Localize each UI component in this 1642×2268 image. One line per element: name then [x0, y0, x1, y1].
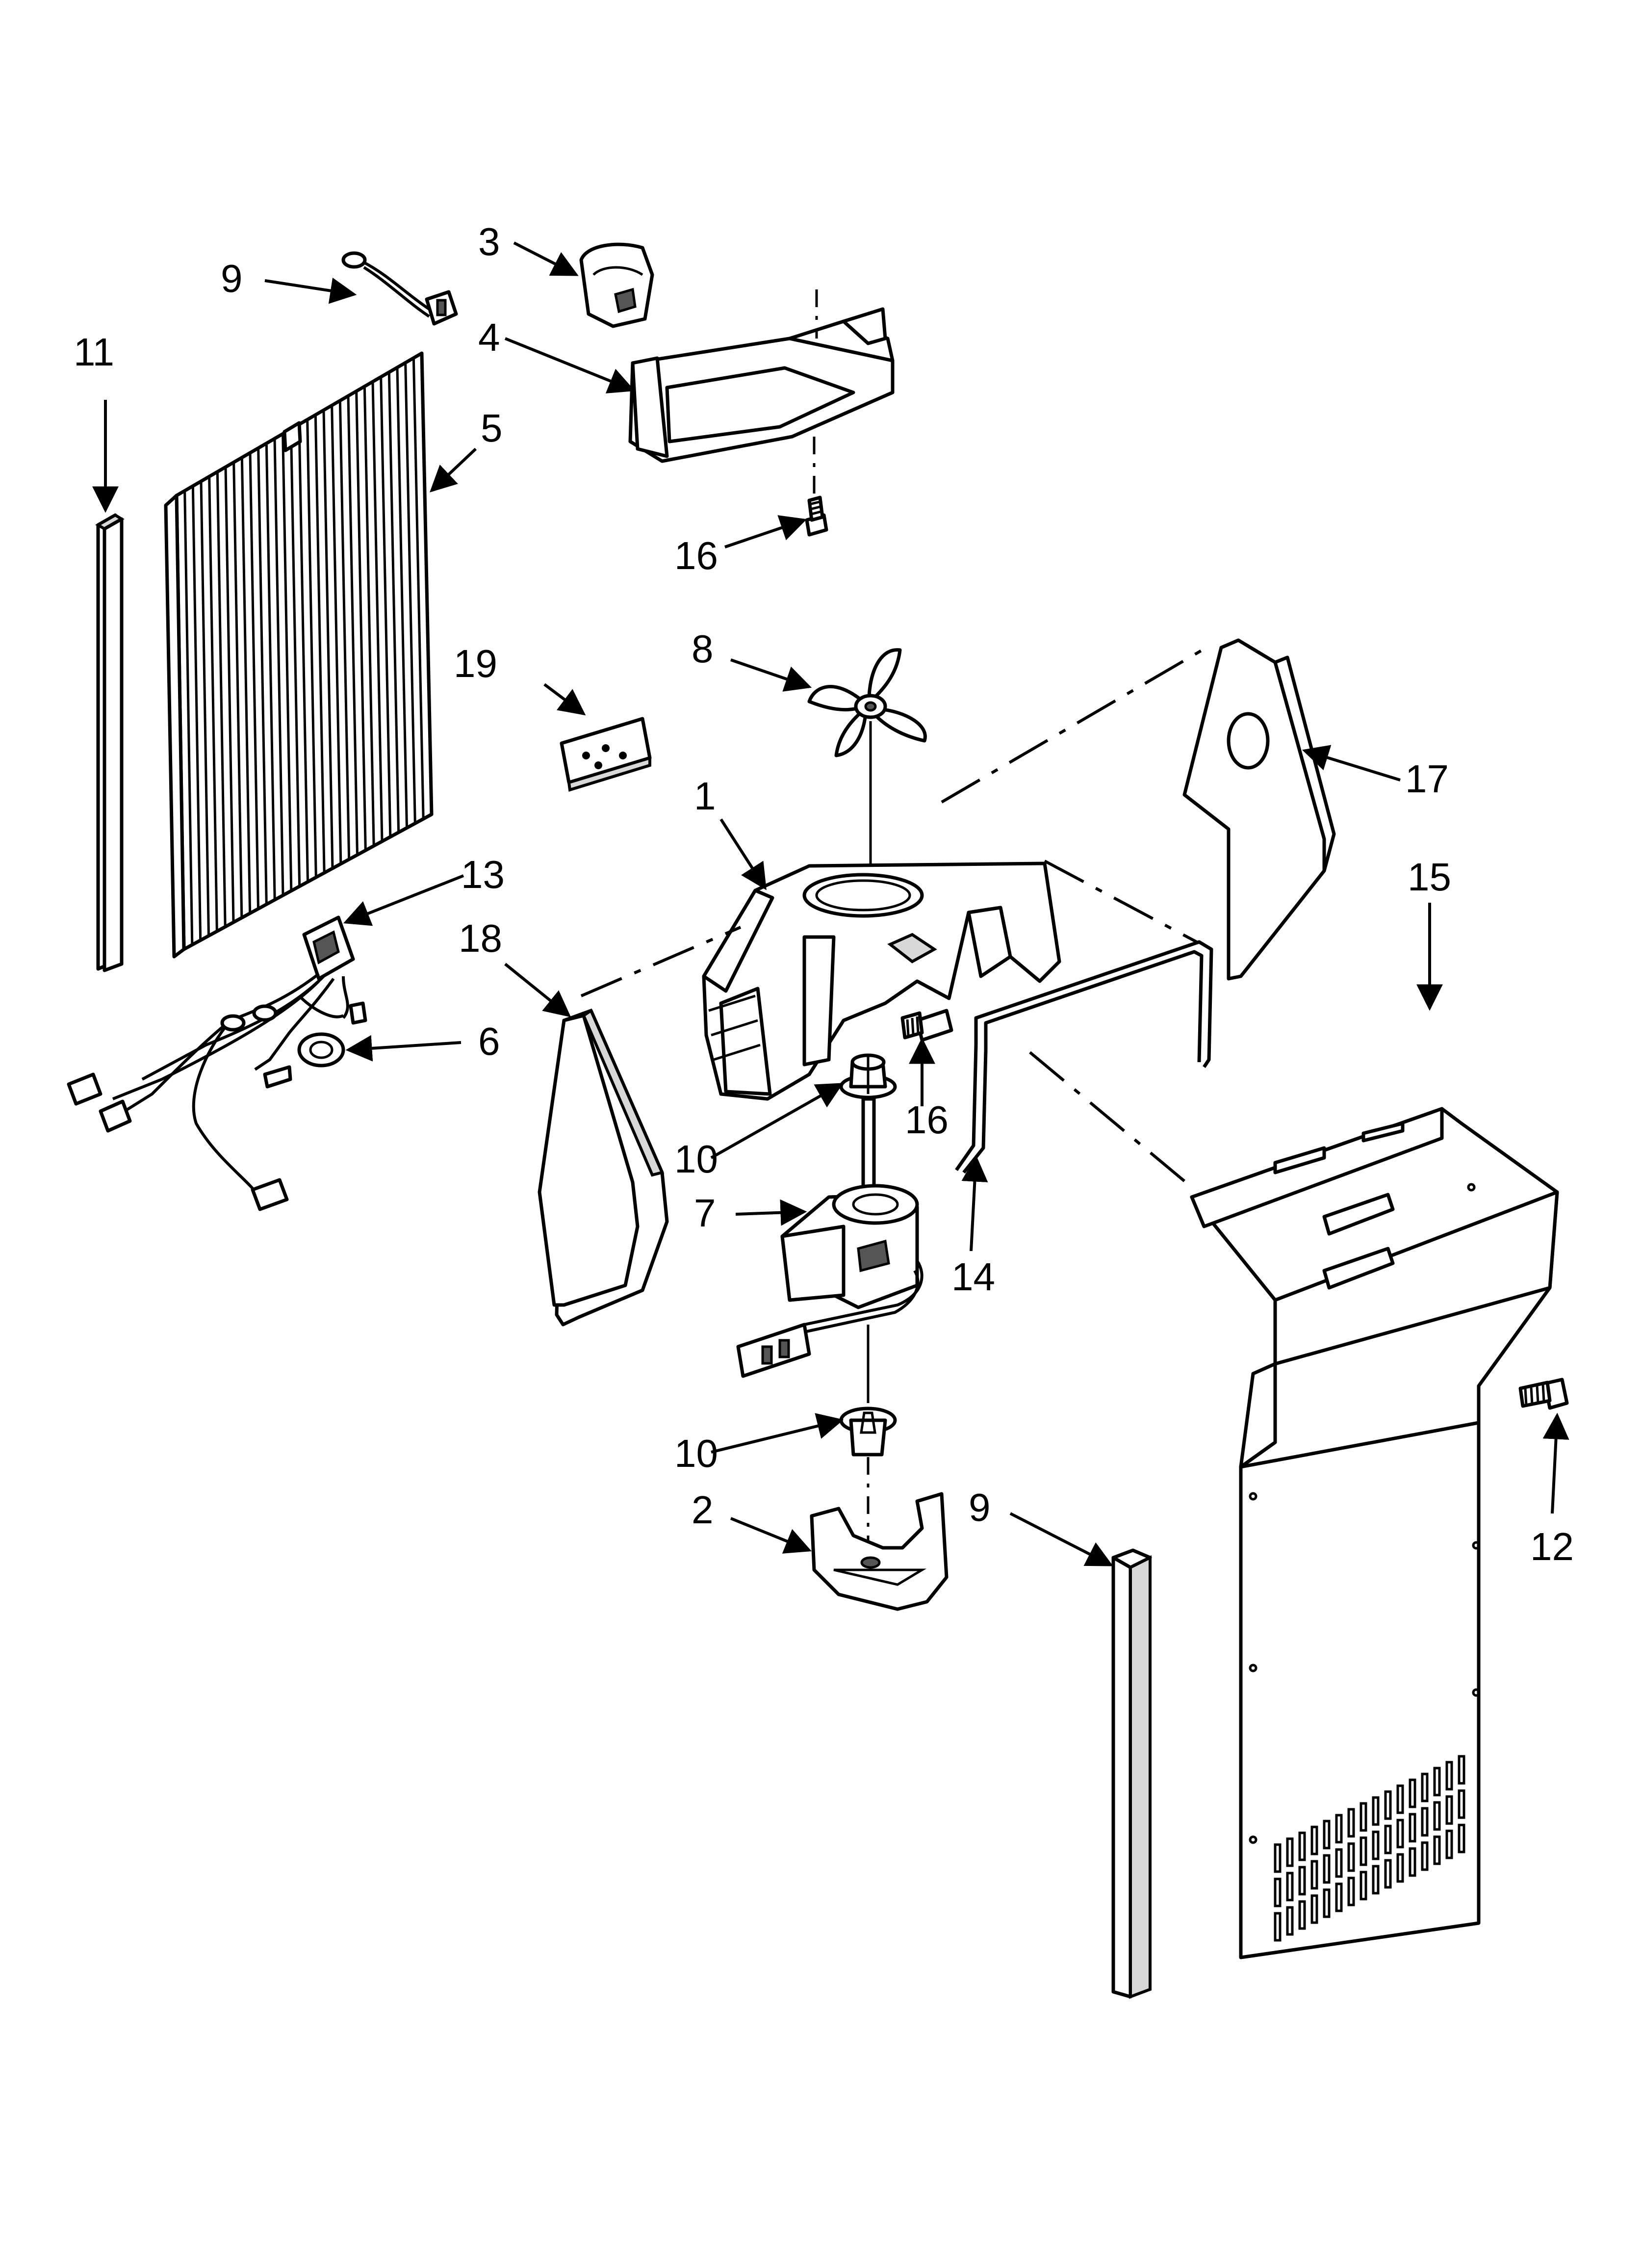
part-3-cap: [579, 242, 654, 328]
leader-arrows: [92, 241, 1569, 1566]
callout-9-top: 9: [221, 257, 243, 300]
part-7-fan-motor: [736, 1097, 924, 1403]
callout-12: 14: [951, 1255, 995, 1299]
callout-6: 6: [478, 1019, 500, 1063]
part-5-ribbed-panel: [164, 351, 434, 959]
part-12-wire-rod: [955, 940, 1213, 1174]
callout-15: 12: [1530, 1525, 1574, 1568]
callout-2: 2: [692, 1488, 714, 1532]
callout-19: 19: [454, 642, 497, 685]
part-10-grommet-lower: [839, 1407, 897, 1570]
part-10-grommet-upper: [839, 1053, 897, 1099]
callout-16-top: 16: [674, 534, 718, 577]
part-18-left-baffle: [538, 1008, 669, 1327]
part-14-rear-panel: [1190, 1107, 1559, 1959]
part-11-wire-harness: [67, 915, 367, 1211]
part-9-strip: [1111, 1548, 1152, 1999]
callout-5: 5: [481, 406, 503, 450]
callout-10-lower: 10: [674, 1432, 718, 1475]
callout-3: 3: [478, 220, 500, 263]
part-16-screw-top: [805, 495, 828, 537]
callout-labels: 3 9 4 11 5 16 19 8 1 17 13 15 18 6 16 10…: [74, 220, 1574, 1568]
callout-11: 13: [461, 853, 505, 896]
callout-10-upper: 10: [674, 1137, 718, 1181]
part-15-screw: [1518, 1378, 1569, 1410]
part-9-sensor-wire: [341, 251, 458, 326]
part-19-control-board: [560, 717, 652, 792]
part-2-motor-bracket: [810, 1492, 949, 1611]
part-6-grommet: [297, 1032, 345, 1068]
part-17-right-baffle: [1182, 638, 1336, 981]
callout-16-mid: 16: [905, 1098, 949, 1142]
part-4-air-duct: [628, 289, 895, 495]
callout-13: 11: [74, 330, 114, 374]
callout-4: 4: [478, 315, 500, 359]
callout-14: 15: [1408, 855, 1451, 899]
part-13-strip: [95, 513, 125, 972]
callout-17: 17: [1405, 757, 1449, 801]
part-1-fan-housing: [702, 861, 1061, 1101]
callout-8: 8: [692, 627, 714, 671]
callout-1: 1: [694, 774, 716, 818]
part-16-screw-middle: [900, 1009, 953, 1042]
alignment-lines: [580, 646, 1207, 1189]
part-8-fan-blade: [807, 648, 927, 757]
callout-18: 18: [459, 916, 502, 960]
callout-9-lower: 9: [969, 1486, 991, 1529]
callout-7: 7: [694, 1191, 716, 1235]
